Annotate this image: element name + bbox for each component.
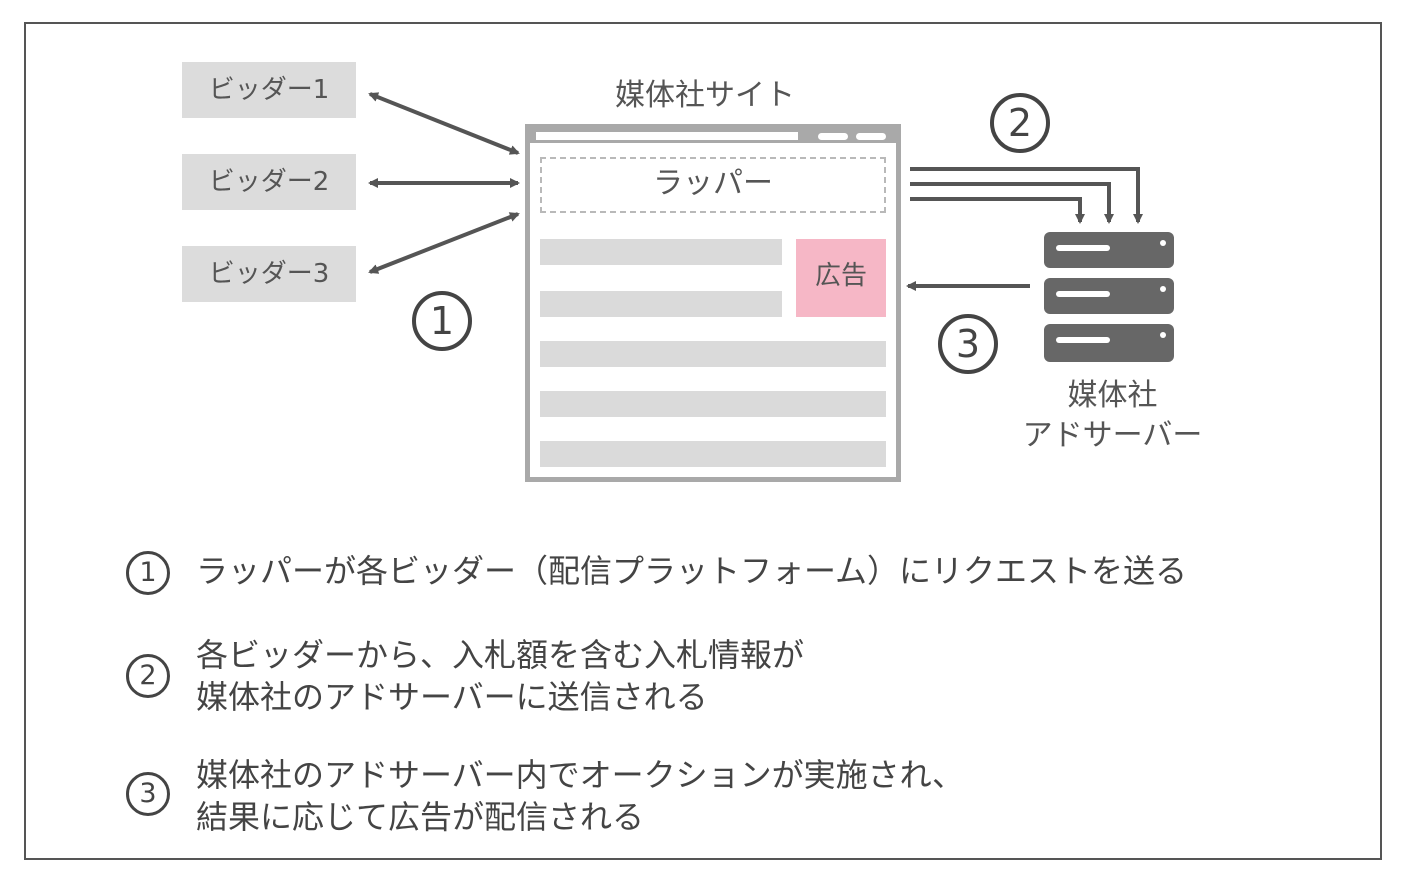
wrapper-box: ラッパー [540,157,886,213]
arrow-bidder-1 [368,92,520,155]
step-3-text: 媒体社のアドサーバー内でオークションが実施され、 結果に応じて広告が配信される [196,754,964,838]
publisher-site-window: ラッパー 広告 [525,124,901,482]
browser-address-bar [536,132,798,140]
ad-server-label: 媒体社 アドサーバー [1000,376,1225,456]
server-icon [1044,232,1174,362]
step-1-line-1: ラッパーが各ビッダー（配信プラットフォーム）にリクエストを送る [196,552,1188,590]
step-3-number: 3 [126,772,170,816]
step-1-number: 1 [126,551,170,595]
step-1-text: ラッパーが各ビッダー（配信プラットフォーム）にリクエストを送る [196,550,1187,592]
content-line [540,391,886,417]
step-marker-2: 2 [990,93,1050,153]
arrow-bid-2 [910,182,1114,224]
bidder-1-box: ビッダー1 [182,62,356,118]
arrow-bid-1 [910,167,1143,224]
step-marker-3: 3 [938,314,998,374]
site-title: 媒体社サイト [615,78,795,113]
bidder-2-box: ビッダー2 [182,154,356,210]
browser-control-icon [818,133,848,140]
ad-server-label-line1: 媒体社 [1067,378,1158,413]
bidder-3-box: ビッダー3 [182,246,356,302]
content-line [540,291,782,317]
step-2-number: 2 [126,654,170,698]
step-3-line-2: 結果に応じて広告が配信される [196,798,645,836]
ad-slot: 広告 [796,239,886,317]
arrow-bid-3 [910,197,1085,224]
step-marker-1: 1 [412,291,472,351]
browser-control-icon [856,133,886,140]
step-3-line-1: 媒体社のアドサーバー内でオークションが実施され、 [196,756,965,794]
step-2-text: 各ビッダーから、入札額を含む入札情報が 媒体社のアドサーバーに送信される [196,634,804,718]
content-line [540,239,782,265]
step-2-line-2: 媒体社のアドサーバーに送信される [196,678,708,716]
diagram-frame [24,22,1382,860]
ad-server-label-line2: アドサーバー [1022,418,1203,453]
arrow-bidder-3 [368,212,520,274]
step-2-line-1: 各ビッダーから、入札額を含む入札情報が [196,636,805,674]
content-line [540,341,886,367]
content-line [540,441,886,467]
